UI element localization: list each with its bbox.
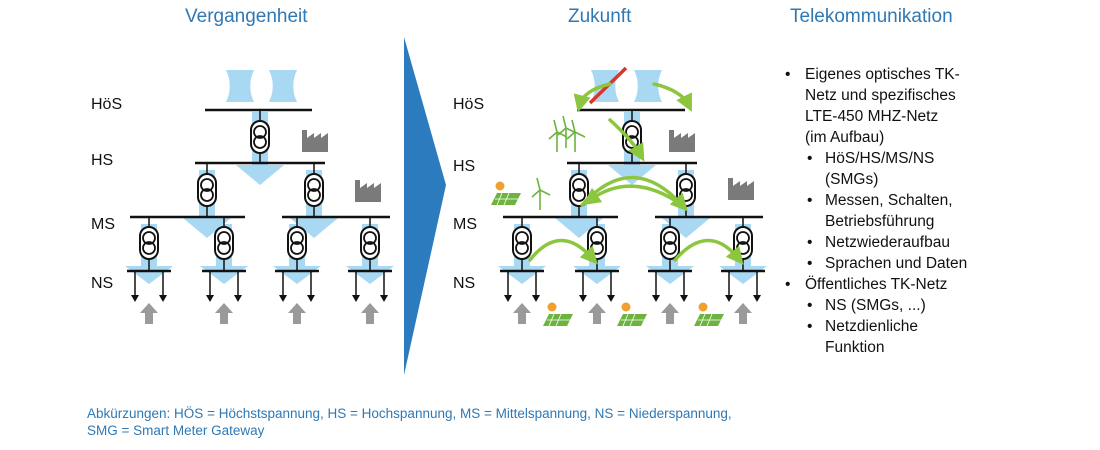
list-item: • Netzdienliche Funktion (807, 318, 919, 356)
future-diagram (490, 66, 767, 327)
level-label-ns-future: NS (453, 275, 476, 292)
list-item: • Sprachen und Daten (807, 255, 968, 272)
factory-icon (302, 130, 328, 152)
bidirectional-flow-arrows (528, 82, 744, 265)
bullet-icon: • (807, 318, 813, 335)
bullet-icon: • (807, 297, 813, 314)
level-label-ms-past: MS (91, 216, 115, 233)
transition-arrow (404, 37, 446, 375)
factory-icon (355, 180, 381, 202)
title-past: Vergangenheit (185, 6, 308, 27)
level-label-ns-past: NS (91, 275, 114, 292)
bullet-icon: • (785, 66, 791, 83)
past-diagram (125, 70, 394, 324)
bullet-icon: • (807, 150, 813, 167)
list-item: • Öffentliches TK-Netz (785, 276, 948, 293)
house-arrow-icon (140, 303, 379, 324)
level-label-hoes-future: HöS (453, 96, 485, 113)
power-plant-icon (226, 70, 297, 102)
factory-icon (669, 130, 695, 152)
level-label-hoes-past: HöS (91, 96, 123, 113)
list-item: • Eigenes optisches TK- Netz und spezifi… (785, 66, 960, 146)
level-label-hs-past: HS (91, 152, 114, 169)
bullet-icon: • (807, 255, 813, 272)
level-label-hs-future: HS (453, 158, 476, 175)
list-item: • HöS/HS/MS/NS (SMGs) (807, 150, 935, 188)
title-future: Zukunft (568, 6, 632, 27)
factory-icon (728, 178, 754, 200)
legend-line-2: SMG = Smart Meter Gateway (87, 423, 265, 438)
legend-line-1: Abkürzungen: HÖS = Höchstspannung, HS = … (87, 406, 732, 421)
bullet-icon: • (807, 192, 813, 209)
list-item: • Netzwiederaufbau (807, 234, 950, 251)
telecom-list: • Eigenes optisches TK- Netz und spezifi… (785, 64, 1090, 358)
bullet-icon: • (807, 234, 813, 251)
abbreviations-legend: Abkürzungen: HÖS = Höchstspannung, HS = … (87, 405, 732, 439)
title-telecom: Telekommunikation (790, 6, 953, 27)
list-item: • NS (SMGs, ...) (807, 297, 926, 314)
list-item: • Messen, Schalten, Betriebsführung (807, 192, 953, 230)
level-label-ms-future: MS (453, 216, 477, 233)
bullet-icon: • (785, 276, 791, 293)
transformer-icon (139, 120, 380, 260)
